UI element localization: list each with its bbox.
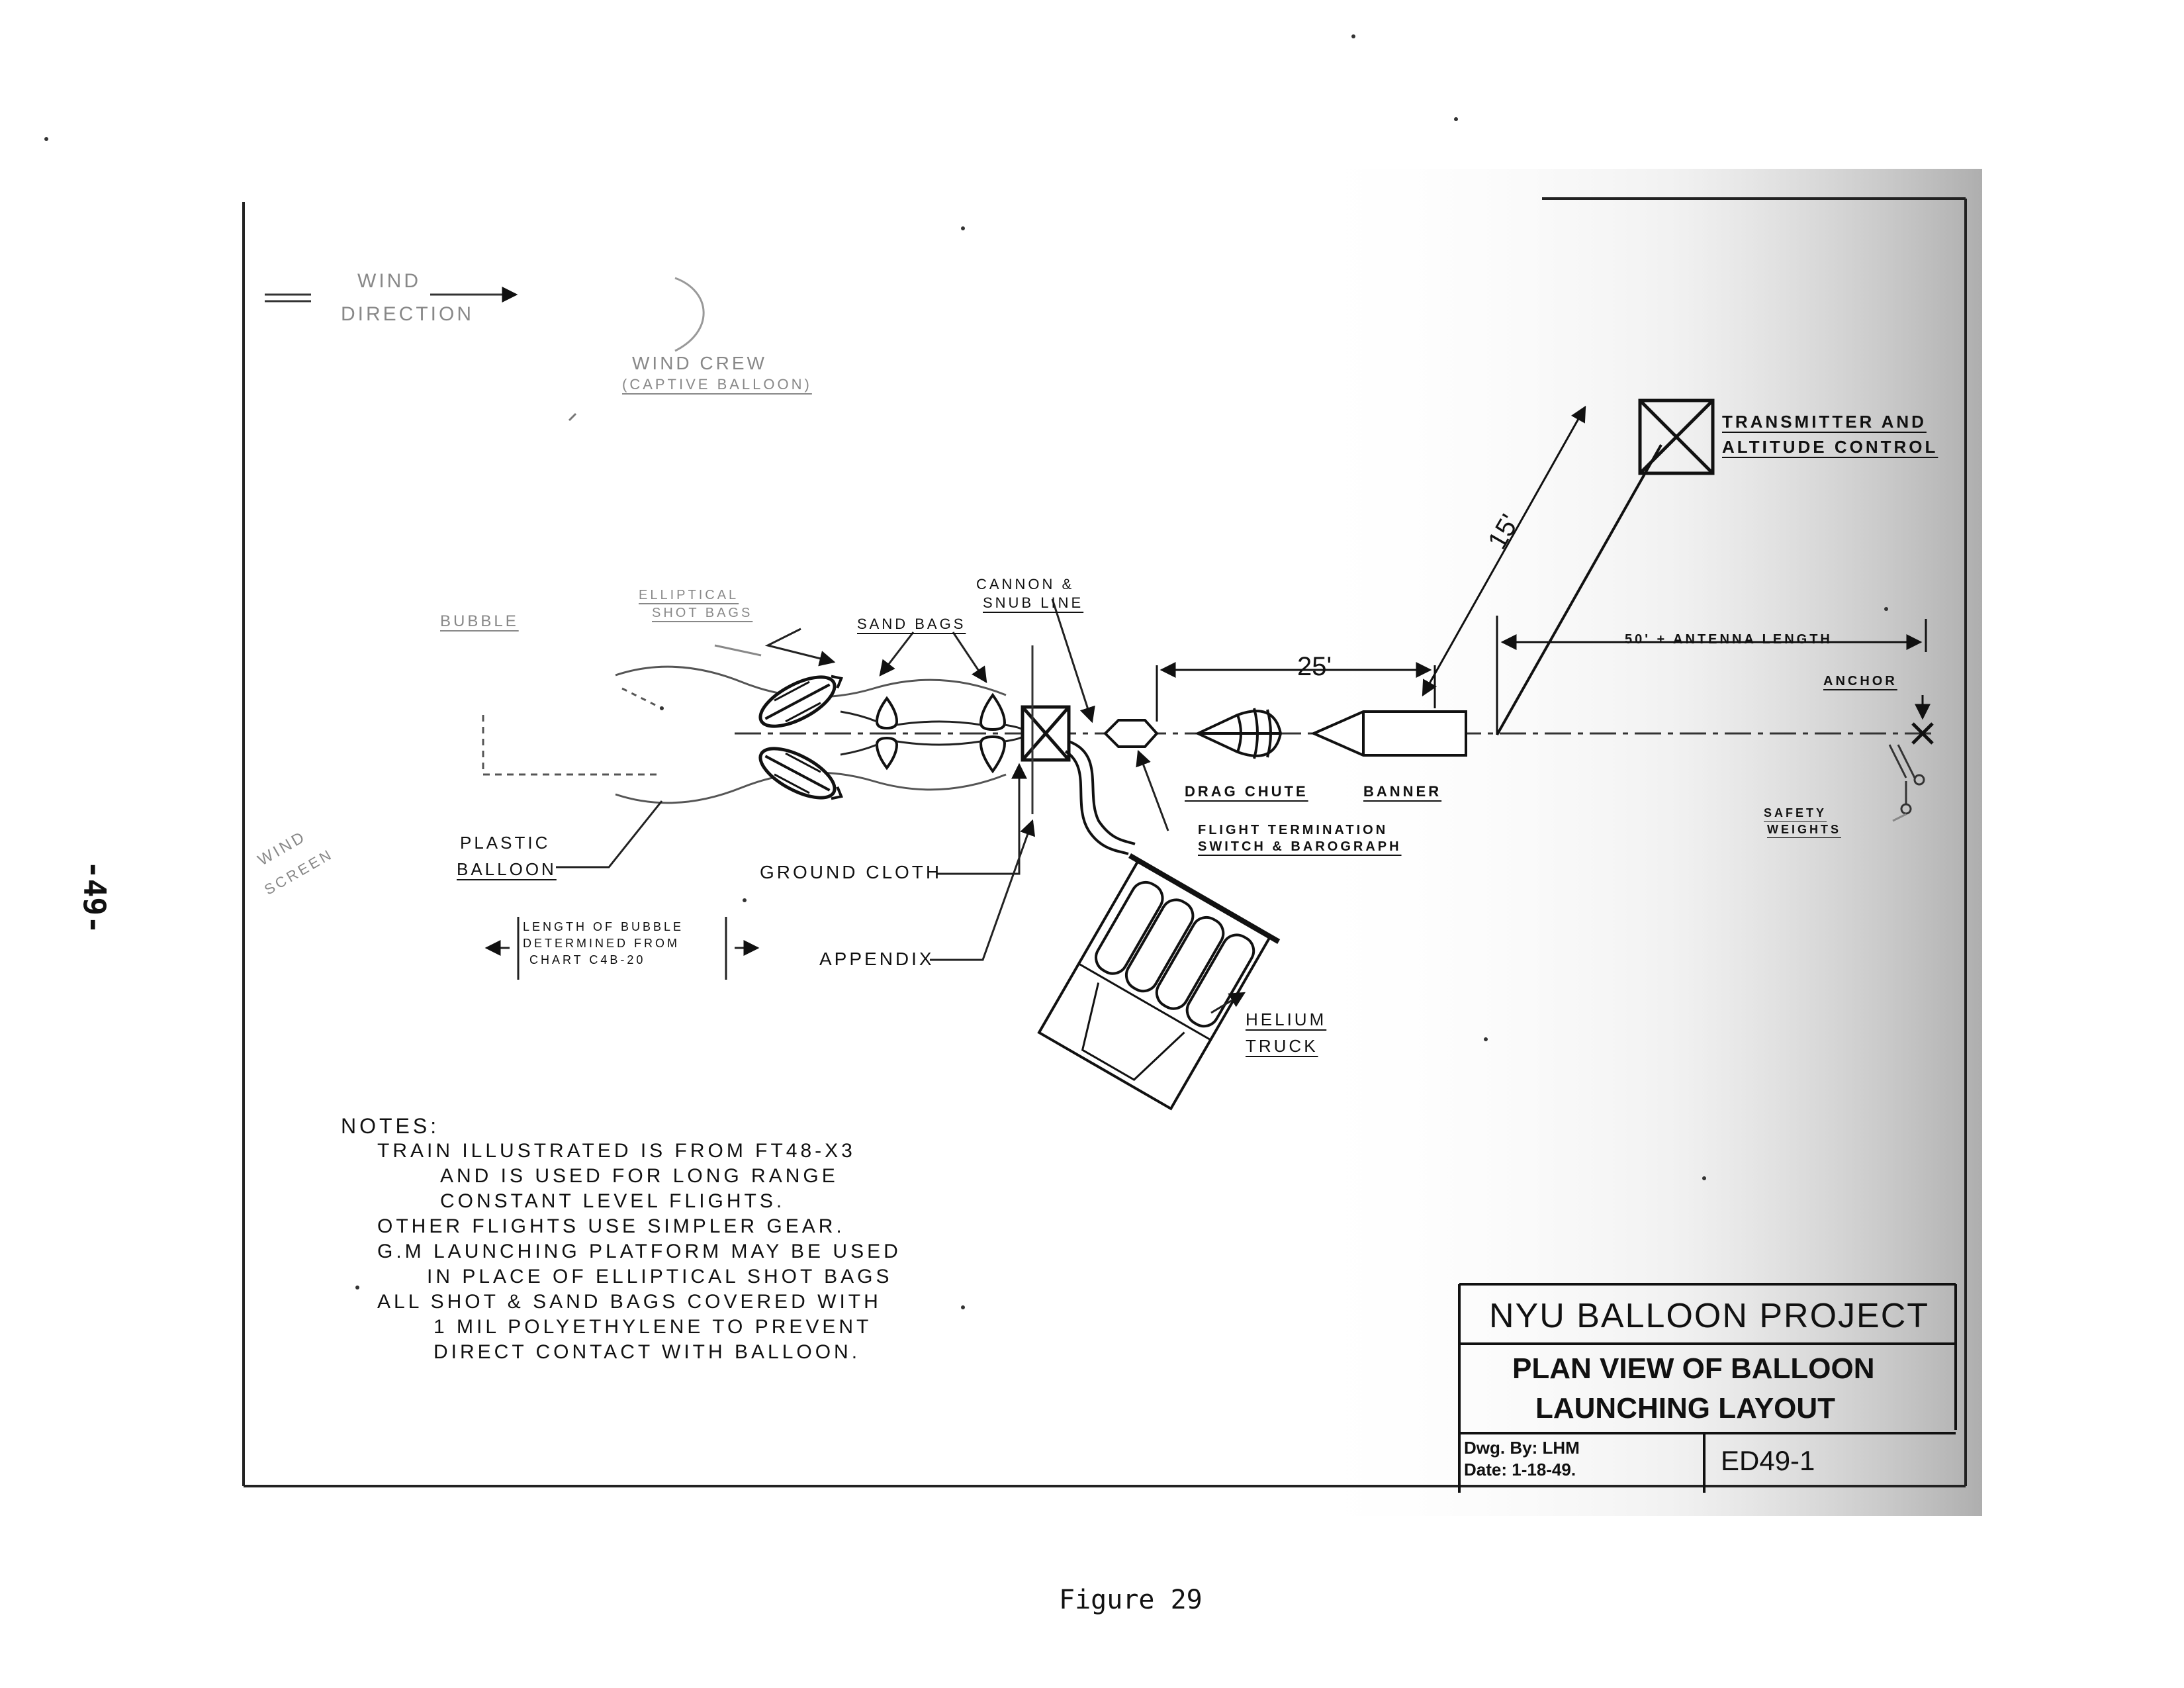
label-bubble: Bubble (440, 612, 519, 630)
label-banner: Banner (1363, 783, 1442, 800)
elliptical-shot-bag-lower (758, 747, 843, 800)
label-helium-truck-2: Truck (1246, 1036, 1318, 1056)
label-transmitter-1: Transmitter And (1722, 412, 1927, 432)
label-safety-weights-1: Safety (1764, 806, 1827, 820)
scan-shading (1291, 169, 1982, 1516)
wind-direction-arrow (265, 287, 518, 303)
label-wind-direction-1: Wind (357, 270, 421, 292)
antenna-line (1496, 444, 1662, 735)
notes-heading: NOTES: (341, 1114, 440, 1138)
notes-block: NOTES: Train Illustrated Is From FT48-X3… (341, 1113, 901, 1365)
note-line: In Place Of Elliptical Shot Bags (427, 1266, 893, 1288)
label-bubble-length-2: Determined From (523, 937, 680, 950)
label-distance-25: 25' (1297, 652, 1332, 681)
drawing-border (242, 197, 1967, 1487)
drag-chute (1195, 708, 1283, 759)
note-line: Direct Contact With Balloon. (433, 1341, 861, 1363)
label-wind-crew-2: (Captive Balloon) (622, 376, 812, 393)
label-bubble-length-1: Length of Bubble (523, 920, 684, 933)
label-drag-chute: Drag Chute (1185, 783, 1308, 800)
note-line: Constant Level Flights. (440, 1190, 786, 1212)
label-plastic-balloon-2: Balloon (457, 859, 557, 879)
label-elliptical-shot-bags-2: Shot Bags (652, 606, 753, 620)
flight-termination-switch (1103, 719, 1159, 748)
label-flight-termination-1: Flight Termination (1198, 823, 1388, 837)
safety-weights (1888, 744, 1925, 815)
note-line: 1 Mil Polyethylene To Prevent (433, 1316, 872, 1338)
elliptical-shot-bag-upper (758, 675, 843, 728)
cannon-box (1021, 705, 1071, 762)
sand-bags (875, 692, 1007, 774)
label-antenna-length: 50' + Antenna Length (1625, 632, 1833, 647)
label-wind-direction-2: Direction (341, 303, 474, 325)
title-block-project: NYU BALLOON PROJECT (1489, 1297, 1930, 1335)
title-block-date: Date: 1-18-49. (1464, 1460, 1576, 1479)
note-line: All Shot & Sand Bags Covered With (377, 1291, 882, 1313)
note-line: Train Illustrated Is From FT48-X3 (377, 1140, 856, 1162)
label-safety-weights-2: Weights (1767, 823, 1841, 836)
bubble-length-dimension (484, 917, 760, 980)
wind-crew-arc (674, 277, 705, 352)
anchor-mark (1911, 722, 1934, 745)
transmitter-box (1638, 399, 1715, 475)
title-block-drawing-number: ED49-1 (1721, 1445, 1815, 1476)
title-block-title-2: LAUNCHING LAYOUT (1535, 1392, 1836, 1425)
label-sand-bags: Sand Bags (857, 616, 966, 632)
leader-lines (556, 598, 1907, 1014)
note-line: G.M Launching Platform May Be Used (377, 1241, 901, 1262)
page-number: -49- (77, 861, 113, 934)
title-block-drawn-by: Dwg. By: LHM (1464, 1438, 1580, 1458)
label-bubble-length-3: Chart C4B-20 (529, 953, 646, 966)
snub-lines (840, 710, 1024, 756)
label-helium-truck-1: Helium (1246, 1009, 1327, 1029)
label-plastic-balloon-1: Plastic (460, 833, 551, 853)
label-wind-crew-1: Wind Crew (632, 353, 767, 373)
label-cannon-2: Snub Line (983, 594, 1084, 611)
title-block-frame (1458, 1283, 1957, 1493)
label-transmitter-2: Altitude Control (1722, 437, 1938, 457)
dimension-15-ft (1422, 405, 1586, 697)
label-appendix: Appendix (819, 949, 934, 969)
label-ground-cloth: Ground Cloth (760, 862, 942, 882)
helium-truck (1037, 853, 1281, 1111)
scan-specks (44, 34, 1888, 1309)
label-elliptical-shot-bags-1: Elliptical (639, 588, 739, 602)
title-block-title-1: PLAN VIEW OF BALLOON (1512, 1352, 1875, 1385)
banner (1310, 710, 1467, 757)
label-anchor: Anchor (1823, 674, 1897, 688)
label-cannon-1: Cannon & (976, 576, 1075, 592)
note-line: And Is Used For Long Range (440, 1165, 839, 1187)
note-line: Other Flights Use Simpler Gear. (377, 1215, 845, 1237)
bubble-outline (482, 665, 1007, 804)
helium-hose (1064, 740, 1136, 855)
figure-caption: Figure 29 (1059, 1585, 1203, 1615)
label-flight-termination-2: Switch & Barograph (1198, 839, 1402, 854)
